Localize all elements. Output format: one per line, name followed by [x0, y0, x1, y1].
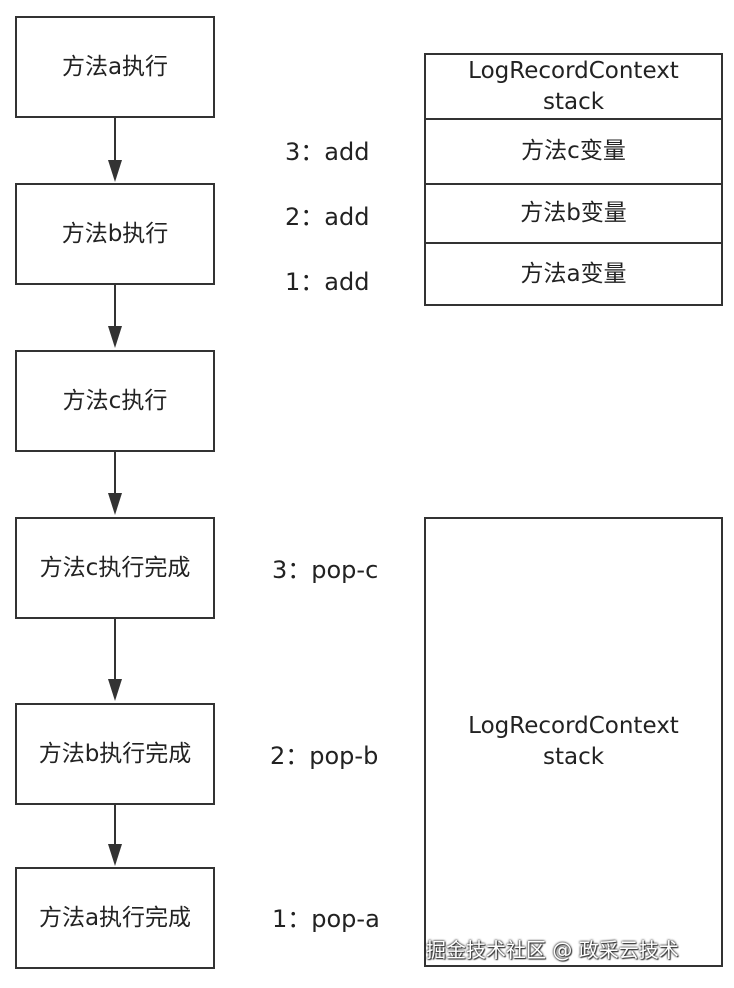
stack-top-header: LogRecordContext stack: [424, 55, 723, 118]
step-b-run-label: 方法b执行: [61, 220, 169, 247]
step-a-run: 方法a执行: [15, 16, 215, 118]
stack-cell-b: 方法b变量: [424, 183, 723, 242]
stack-bottom-label: LogRecordContext stack: [468, 713, 679, 770]
stack-cell-a-label: 方法a变量: [520, 260, 627, 287]
step-a-run-label: 方法a执行: [61, 53, 169, 80]
arrow-b-to-c: [108, 285, 122, 348]
push-label-1: 1：add: [285, 268, 370, 296]
stack-top-header-label: LogRecordContext stack: [468, 57, 679, 115]
arrow-a-to-b: [108, 118, 122, 182]
step-c-done: 方法c执行完成: [15, 517, 215, 619]
pop-label-c: 3：pop-c: [272, 556, 379, 584]
stack-cell-c: 方法c变量: [424, 118, 723, 183]
stack-cell-a: 方法a变量: [424, 242, 723, 304]
step-c-done-label: 方法c执行完成: [39, 554, 191, 581]
arrow-c-done-to-b-done: [108, 619, 122, 701]
stack-cell-c-label: 方法c变量: [521, 138, 626, 164]
arrow-c-to-c-done: [108, 452, 122, 515]
pop-label-b: 2：pop-b: [270, 742, 379, 770]
push-label-3: 3：add: [285, 138, 370, 166]
step-a-done: 方法a执行完成: [15, 867, 215, 969]
step-a-done-label: 方法a执行完成: [38, 904, 192, 931]
stack-bottom: LogRecordContext stack: [424, 517, 723, 967]
push-label-2: 2：add: [285, 203, 370, 231]
step-c-run-label: 方法c执行: [62, 387, 168, 414]
step-b-done-label: 方法b执行完成: [38, 740, 192, 767]
step-b-done: 方法b执行完成: [15, 703, 215, 805]
stack-top: [424, 53, 723, 306]
watermark: 掘金技术社区 @ 政采云技术: [426, 938, 679, 962]
step-c-run: 方法c执行: [15, 350, 215, 452]
pop-label-a: 1：pop-a: [272, 905, 380, 933]
stack-cell-b-label: 方法b变量: [520, 200, 627, 226]
arrow-b-done-to-a-done: [108, 805, 122, 866]
step-b-run: 方法b执行: [15, 183, 215, 285]
